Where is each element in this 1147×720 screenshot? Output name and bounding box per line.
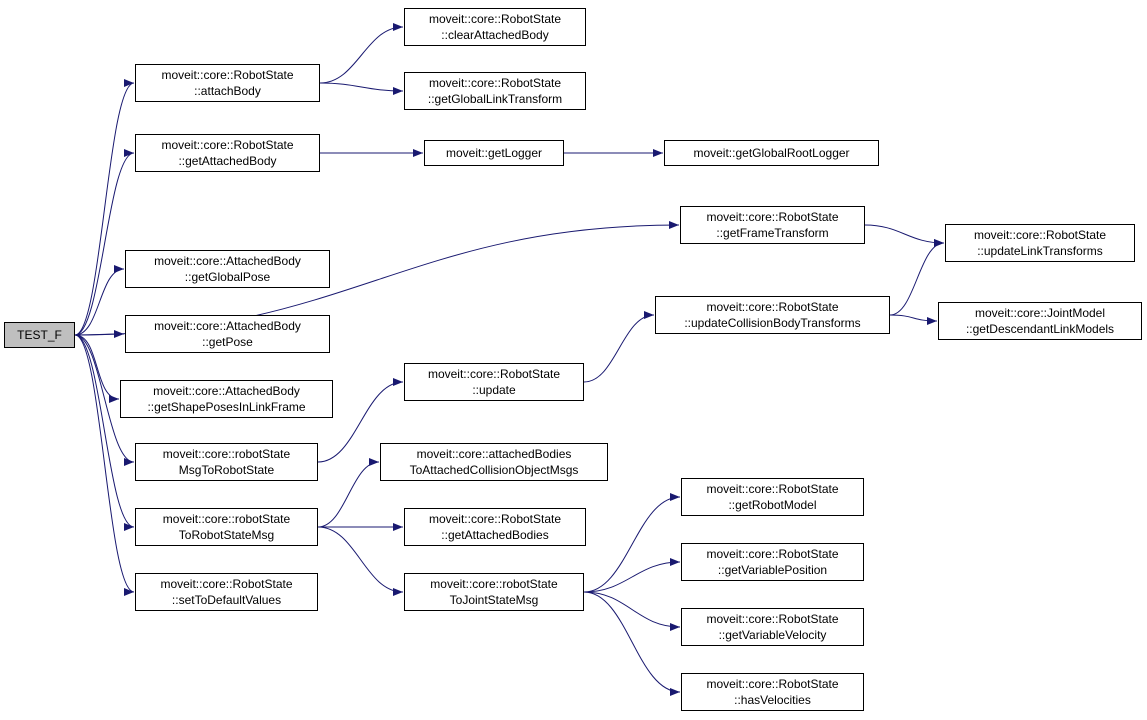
node-label-line1: moveit::core::RobotState <box>706 300 839 314</box>
node-label-line1: moveit::core::robotState <box>162 447 291 461</box>
node-update[interactable]: moveit::core::RobotState ::update <box>404 363 584 401</box>
node-get-shape-poses-in-link-frame[interactable]: moveit::core::AttachedBody ::getShapePos… <box>120 380 333 418</box>
node-label-line2: ::getRobotModel <box>728 498 817 512</box>
call-edge-update-collision-body-transforms-to-update-link-transforms <box>889 239 945 316</box>
node-get-pose[interactable]: moveit::core::AttachedBody ::getPose <box>125 315 330 353</box>
call-edge-robot-state-to-robot-state-msg-to-robot-state-to-joint-state-msg <box>317 526 404 596</box>
node-label-line2: ToJointStateMsg <box>449 593 539 607</box>
node-label-line2: ::getVariableVelocity <box>718 628 827 642</box>
node-get-global-root-logger[interactable]: moveit::getGlobalRootLogger <box>664 140 879 166</box>
node-label-line1: moveit::getGlobalRootLogger <box>693 146 850 160</box>
node-label-line1: moveit::core::RobotState <box>428 12 562 26</box>
call-edge-update-collision-body-transforms-to-get-descendant-link-models <box>889 314 938 325</box>
node-label-line2: ::getFrameTransform <box>716 226 829 240</box>
call-edge-test-f-to-get-shape-poses-in-link-frame <box>74 334 120 403</box>
node-get-global-link-transform[interactable]: moveit::core::RobotState ::getGlobalLink… <box>404 72 586 110</box>
node-label-line1: moveit::core::RobotState <box>161 68 294 82</box>
call-edge-robot-state-to-joint-state-msg-to-get-robot-model <box>583 493 681 593</box>
node-label-line2: MsgToRobotState <box>178 463 275 477</box>
node-label-line1: moveit::core::RobotState <box>706 210 839 224</box>
node-label-line2: ::hasVelocities <box>734 693 811 707</box>
call-edge-robot-state-to-robot-state-msg-to-attached-bodies-to-attached-collision-object-msgs <box>317 458 380 528</box>
node-get-variable-velocity[interactable]: moveit::core::RobotState ::getVariableVe… <box>681 608 864 646</box>
node-clear-attached-body[interactable]: moveit::core::RobotState ::clearAttached… <box>404 8 586 46</box>
node-get-attached-body[interactable]: moveit::core::RobotState ::getAttachedBo… <box>135 134 320 172</box>
call-edge-robot-state-to-joint-state-msg-to-get-variable-position <box>583 558 681 593</box>
node-label-line1: moveit::core::RobotState <box>427 367 561 381</box>
call-edge-attach-body-to-get-global-link-transform <box>319 82 404 95</box>
node-get-robot-model[interactable]: moveit::core::RobotState ::getRobotModel <box>681 478 864 516</box>
node-label-line1: moveit::core::RobotState <box>428 76 562 90</box>
node-get-global-pose[interactable]: moveit::core::AttachedBody ::getGlobalPo… <box>125 250 330 288</box>
node-update-collision-body-transforms[interactable]: moveit::core::RobotState ::updateCollisi… <box>655 296 890 334</box>
node-has-velocities[interactable]: moveit::core::RobotState ::hasVelocities <box>681 673 864 711</box>
node-label-line2: ::updateCollisionBodyTransforms <box>684 316 861 330</box>
node-label-line2: ::getVariablePosition <box>717 563 828 577</box>
node-robot-state-to-joint-state-msg[interactable]: moveit::core::robotState ToJointStateMsg <box>404 573 584 611</box>
node-label-line2: ::attachBody <box>194 84 261 98</box>
node-label-line1: moveit::core::RobotState <box>706 482 839 496</box>
node-label-line1: moveit::core::AttachedBody <box>154 319 301 333</box>
node-get-frame-transform[interactable]: moveit::core::RobotState ::getFrameTrans… <box>680 206 865 244</box>
call-edge-test-f-to-get-pose <box>74 330 125 339</box>
call-edge-test-f-to-set-to-default-values <box>74 334 135 596</box>
node-label-line1: moveit::core::RobotState <box>973 228 1107 242</box>
node-label-line1: moveit::core::RobotState <box>706 547 839 561</box>
node-label-line2: ::setToDefaultValues <box>171 593 282 607</box>
node-label-line2: ::getPose <box>202 335 253 349</box>
node-label-line1: moveit::core::AttachedBody <box>153 384 300 398</box>
call-edge-test-f-to-get-attached-body <box>74 149 135 336</box>
node-label-line1: moveit::core::RobotState <box>706 677 839 691</box>
node-label-line2: ::getDescendantLinkModels <box>965 322 1115 336</box>
node-test-f[interactable]: TEST_F <box>4 322 75 348</box>
node-label-line2: ::getShapePosesInLinkFrame <box>147 400 306 414</box>
node-label-line1: moveit::core::RobotState <box>706 612 839 626</box>
node-label-line2: ::getAttachedBody <box>178 154 277 168</box>
call-edge-robot-state-to-joint-state-msg-to-has-velocities <box>583 591 681 696</box>
node-robot-state-to-robot-state-msg[interactable]: moveit::core::robotState ToRobotStateMsg <box>135 508 318 546</box>
node-label-line1: moveit::core::robotState <box>162 512 291 526</box>
call-edge-update-to-update-collision-body-transforms <box>583 311 655 383</box>
node-label-line2: ::getGlobalLinkTransform <box>427 92 563 106</box>
node-label-line1: moveit::core::RobotState <box>161 138 294 152</box>
node-label-line1: moveit::core::RobotState <box>428 512 562 526</box>
call-edge-test-f-to-attach-body <box>74 79 135 336</box>
node-update-link-transforms[interactable]: moveit::core::RobotState ::updateLinkTra… <box>945 224 1135 262</box>
node-attach-body[interactable]: moveit::core::RobotState ::attachBody <box>135 64 320 102</box>
node-label-line1: moveit::core::attachedBodies <box>416 447 572 461</box>
node-get-variable-position[interactable]: moveit::core::RobotState ::getVariablePo… <box>681 543 864 581</box>
node-get-attached-bodies[interactable]: moveit::core::RobotState ::getAttachedBo… <box>404 508 586 546</box>
call-edge-test-f-to-robot-state-to-robot-state-msg <box>74 334 135 531</box>
node-label-line1: moveit::core::AttachedBody <box>154 254 301 268</box>
node-label-line2: ::update <box>472 383 516 397</box>
call-edge-robot-state-to-joint-state-msg-to-get-variable-velocity <box>583 591 681 631</box>
node-label-line1: TEST_F <box>17 328 62 342</box>
node-label-line2: ToAttachedCollisionObjectMsgs <box>409 463 579 477</box>
node-label-line2: ::clearAttachedBody <box>441 28 549 42</box>
node-set-to-default-values[interactable]: moveit::core::RobotState ::setToDefaultV… <box>135 573 318 611</box>
node-label-line2: ::getAttachedBodies <box>441 528 549 542</box>
node-robot-state-msg-to-robot-state[interactable]: moveit::core::robotState MsgToRobotState <box>135 443 318 481</box>
call-edge-test-f-to-get-global-pose <box>74 265 125 336</box>
call-edge-get-frame-transform-to-update-link-transforms <box>864 224 945 247</box>
node-label-line1: moveit::getLogger <box>445 146 543 160</box>
node-label-line1: moveit::core::robotState <box>430 577 558 591</box>
node-label-line1: moveit::core::RobotState <box>160 577 293 591</box>
node-label-line2: ::getGlobalPose <box>184 270 271 284</box>
node-label-line2: ToRobotStateMsg <box>178 528 275 542</box>
node-label-line2: ::updateLinkTransforms <box>977 244 1103 258</box>
call-edge-attach-body-to-clear-attached-body <box>319 23 404 84</box>
node-attached-bodies-to-attached-collision-object-msgs[interactable]: moveit::core::attachedBodies ToAttachedC… <box>380 443 608 481</box>
node-get-logger[interactable]: moveit::getLogger <box>424 140 564 166</box>
node-get-descendant-link-models[interactable]: moveit::core::JointModel ::getDescendant… <box>938 302 1142 340</box>
node-label-line1: moveit::core::JointModel <box>974 306 1106 320</box>
